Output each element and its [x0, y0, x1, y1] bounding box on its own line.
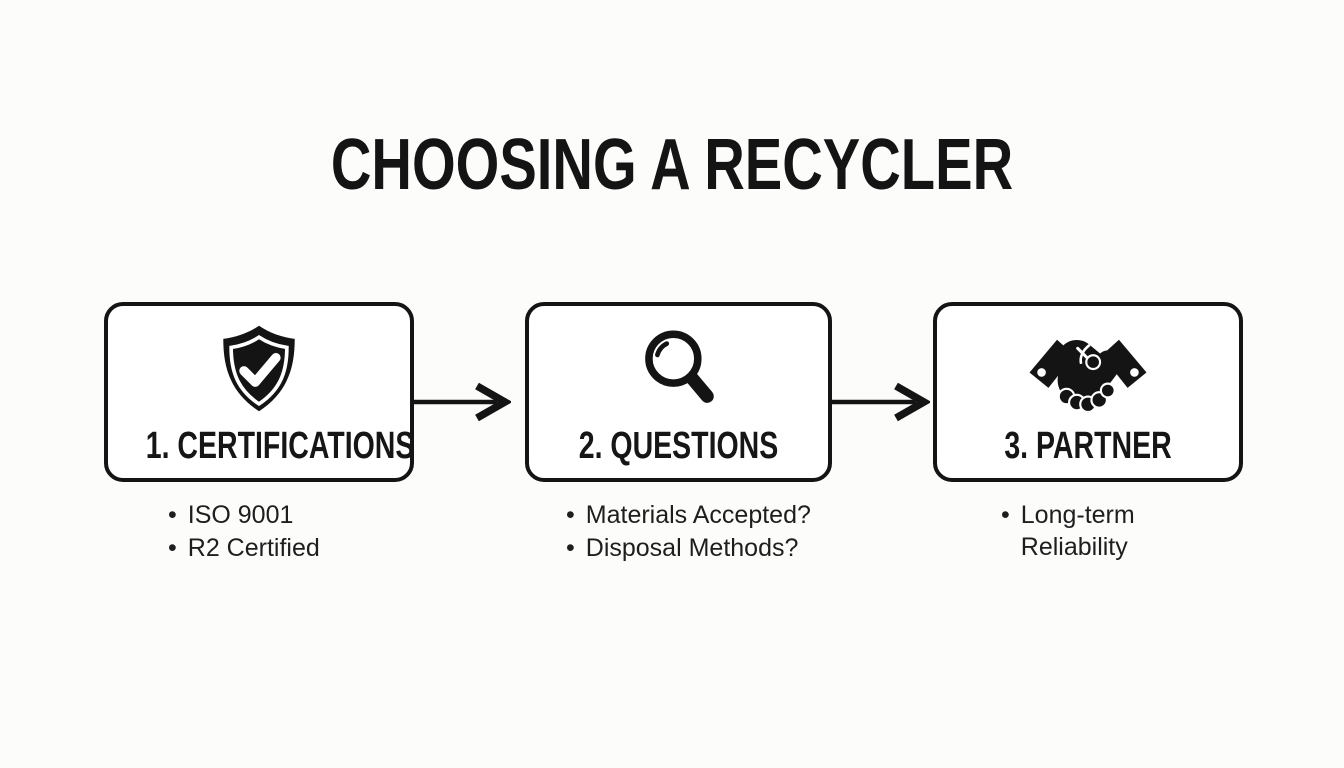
step-label-questions: 2. QUESTIONS — [578, 425, 779, 467]
handshake-icon — [1013, 321, 1163, 417]
bullet-list-certifications: • ISO 9001 • R2 Certified — [104, 499, 414, 564]
arrow-right-icon — [413, 382, 511, 422]
magnifier-icon — [632, 321, 726, 417]
step-questions: 2. QUESTIONS • Materials Accepted? • Dis… — [525, 302, 832, 564]
bullet-item: • ISO 9001 — [168, 499, 414, 531]
step-partner: 3. PARTNER • Long-term Reliability — [933, 302, 1243, 563]
bullet-marker: • — [168, 534, 177, 562]
bullet-item: • R2 Certified — [168, 532, 414, 564]
bullet-marker: • — [566, 501, 575, 529]
bullet-marker: • — [168, 501, 177, 529]
bullet-list-partner: • Long-term Reliability — [933, 499, 1243, 563]
bullet-text: ISO 9001 — [187, 501, 294, 529]
step-box-certifications: 1. CERTIFICATIONS — [104, 302, 414, 482]
step-label-certifications: 1. CERTIFICATIONS — [145, 425, 415, 467]
step-box-partner: 3. PARTNER — [933, 302, 1243, 482]
bullet-marker: • — [1001, 501, 1010, 529]
bullet-text: Long-term Reliability — [1020, 501, 1135, 561]
step-box-questions: 2. QUESTIONS — [525, 302, 832, 482]
bullet-marker: • — [566, 534, 575, 562]
shield-check-icon — [211, 321, 307, 417]
step-label-partner: 3. PARTNER — [1004, 425, 1172, 467]
bullet-item: • Materials Accepted? — [566, 499, 832, 531]
arrow-right-icon — [832, 382, 930, 422]
bullet-item: • Long-term Reliability — [1001, 499, 1243, 563]
bullet-text: Disposal Methods? — [585, 534, 799, 562]
page-title: CHOOSING A RECYCLER — [330, 125, 1014, 205]
bullet-list-questions: • Materials Accepted? • Disposal Methods… — [525, 499, 832, 564]
bullet-text: Materials Accepted? — [585, 501, 811, 529]
bullet-item: • Disposal Methods? — [566, 532, 832, 564]
step-certifications: 1. CERTIFICATIONS • ISO 9001 • R2 Certif… — [104, 302, 414, 564]
bullet-text: R2 Certified — [187, 534, 320, 562]
